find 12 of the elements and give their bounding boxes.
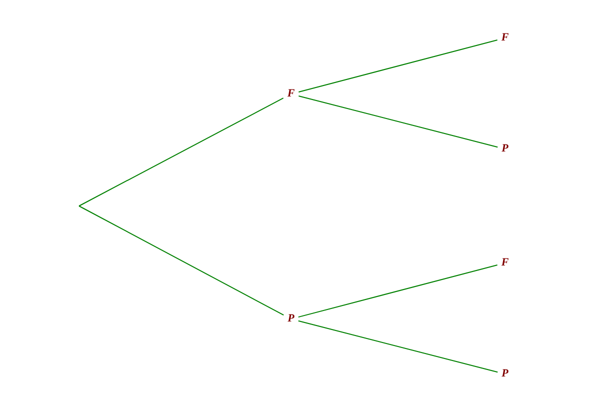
- outcome-label: P: [500, 142, 510, 156]
- branch-line: [298, 40, 498, 92]
- branch-line: [78, 206, 284, 316]
- outcome-label: F: [286, 88, 296, 100]
- branch-line: [298, 264, 498, 318]
- outcome-label: P: [286, 312, 296, 326]
- branch-line: [298, 95, 498, 148]
- outcome-label: F: [500, 256, 510, 270]
- branch-line: [78, 98, 284, 206]
- outcome-label: P: [500, 368, 510, 380]
- outcome-label: F: [500, 32, 510, 44]
- branch-line: [298, 320, 498, 373]
